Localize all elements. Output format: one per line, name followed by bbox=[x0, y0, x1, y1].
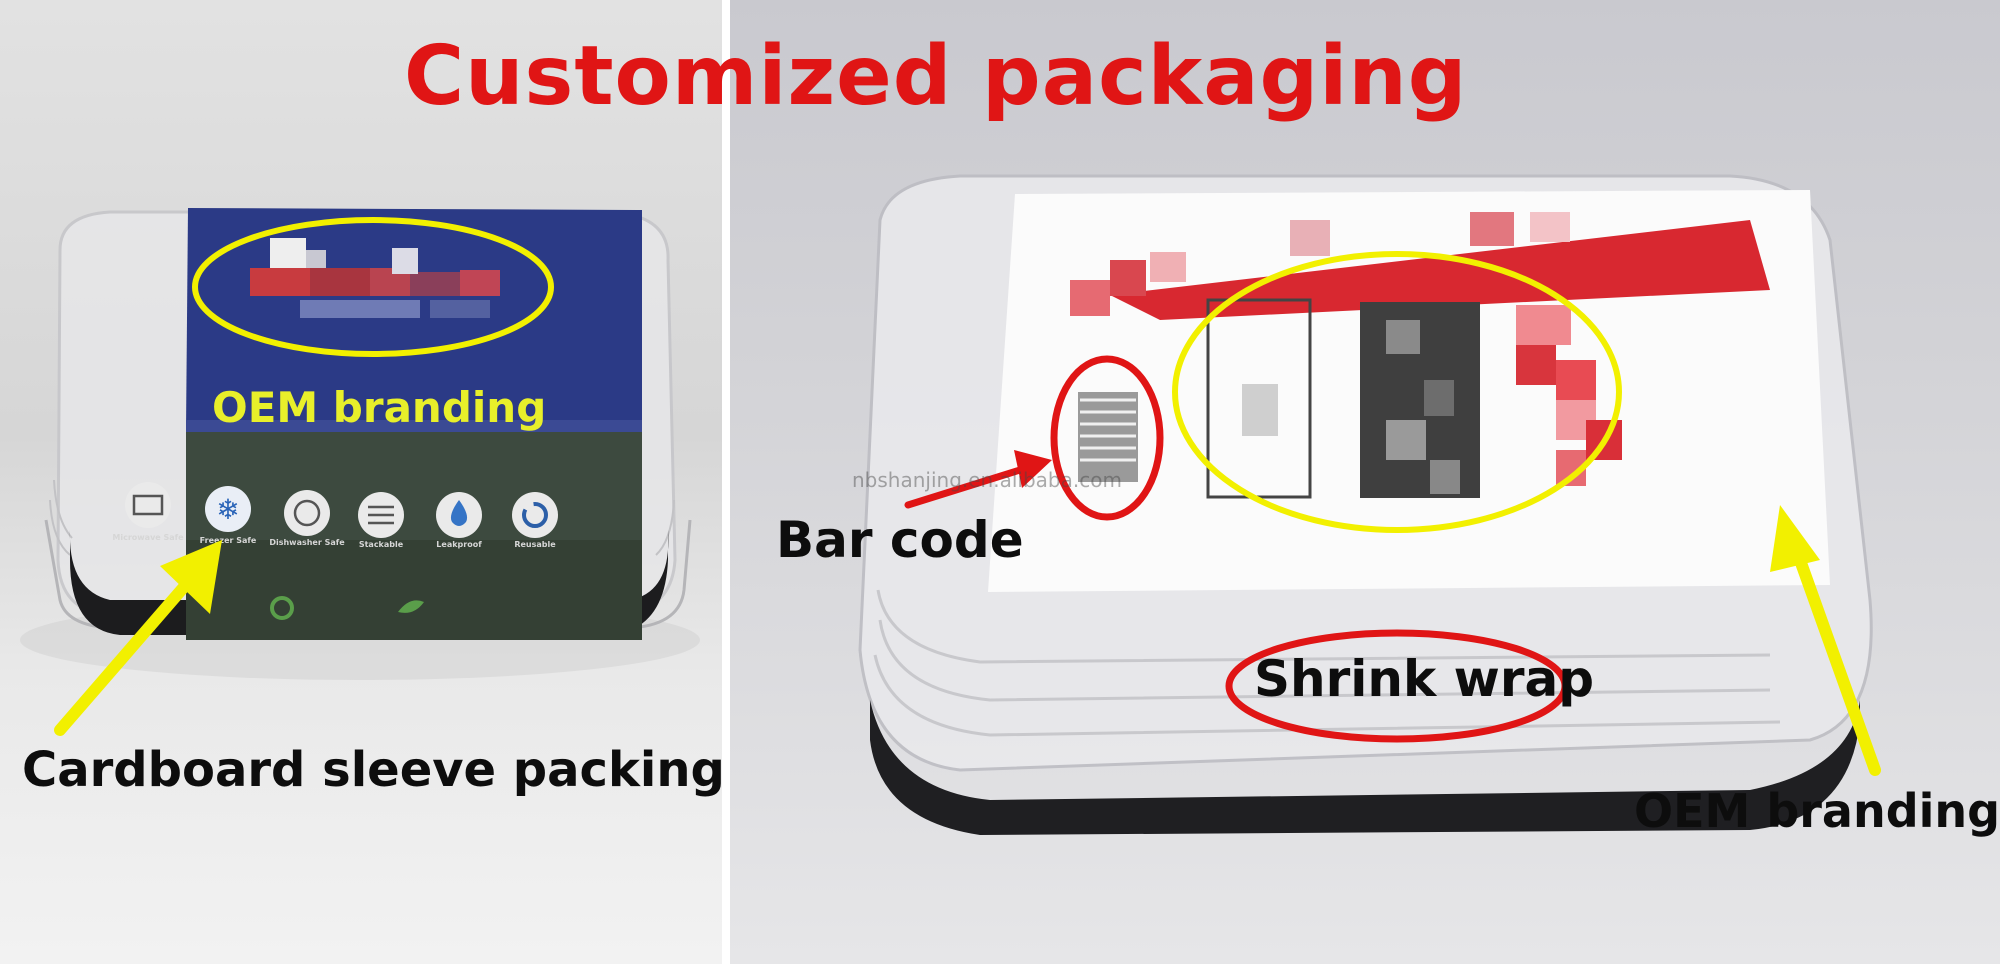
shrink-wrap-label: Shrink wrap bbox=[1254, 650, 1595, 708]
icon-caption-dishwasher: Dishwasher Safe bbox=[269, 538, 345, 547]
sleeve-package-photo: ❄ Microwave Safe Freezer Safe Dishwasher bbox=[20, 208, 700, 736]
oem-branding-highlight-right bbox=[1172, 251, 1622, 533]
recycle-icon bbox=[270, 596, 294, 620]
watermark-text: nbshanjing.en.alibaba.com bbox=[852, 468, 1122, 492]
pixelated-logo bbox=[250, 238, 500, 318]
icon-caption-microwave: Microwave Safe bbox=[112, 533, 184, 542]
pixelated-brand-band bbox=[1070, 212, 1770, 320]
right-photo-panel bbox=[730, 0, 2000, 964]
icon-caption-leakproof: Leakproof bbox=[436, 540, 482, 549]
dishwasher-safe-icon bbox=[284, 490, 330, 536]
stackable-icon bbox=[358, 492, 404, 538]
cardboard-sleeve-label: Cardboard sleeve packing bbox=[22, 742, 725, 798]
arrow-icon-sleeve bbox=[54, 540, 222, 736]
bar-code-highlight bbox=[1050, 355, 1164, 521]
leaf-icon bbox=[398, 600, 424, 613]
arrow-icon-barcode bbox=[904, 450, 1052, 509]
panel-divider bbox=[722, 0, 730, 964]
barcode bbox=[1078, 392, 1138, 482]
reusable-icon bbox=[512, 492, 558, 538]
arrow-icon-oem-right bbox=[1770, 505, 1881, 776]
bar-code-label: Bar code bbox=[776, 511, 1024, 569]
icon-caption-freezer: Freezer Safe bbox=[200, 536, 257, 545]
leakproof-icon bbox=[436, 492, 482, 538]
left-photo-panel: ❄ Microwave Safe Freezer Safe Dishwasher bbox=[0, 0, 722, 964]
oem-branding-label-left: OEM branding bbox=[212, 383, 547, 432]
oem-branding-label-right: OEM branding bbox=[1634, 784, 2000, 838]
freezer-safe-icon: ❄ bbox=[205, 486, 251, 532]
feature-icon-row: ❄ bbox=[125, 482, 558, 538]
icon-caption-stackable: Stackable bbox=[359, 540, 404, 549]
svg-text:❄: ❄ bbox=[216, 493, 239, 526]
shrink-wrap-package-photo bbox=[858, 174, 1881, 835]
pixelated-product-info bbox=[1206, 298, 1622, 499]
dark-container-base-right bbox=[870, 700, 1860, 835]
shrink-wrap-highlight bbox=[1225, 629, 1569, 743]
page-title: Customized packaging bbox=[404, 29, 1468, 124]
oem-branding-highlight-left bbox=[192, 217, 554, 357]
icon-caption-reusable: Reusable bbox=[514, 540, 556, 549]
microwave-safe-icon bbox=[125, 482, 171, 528]
